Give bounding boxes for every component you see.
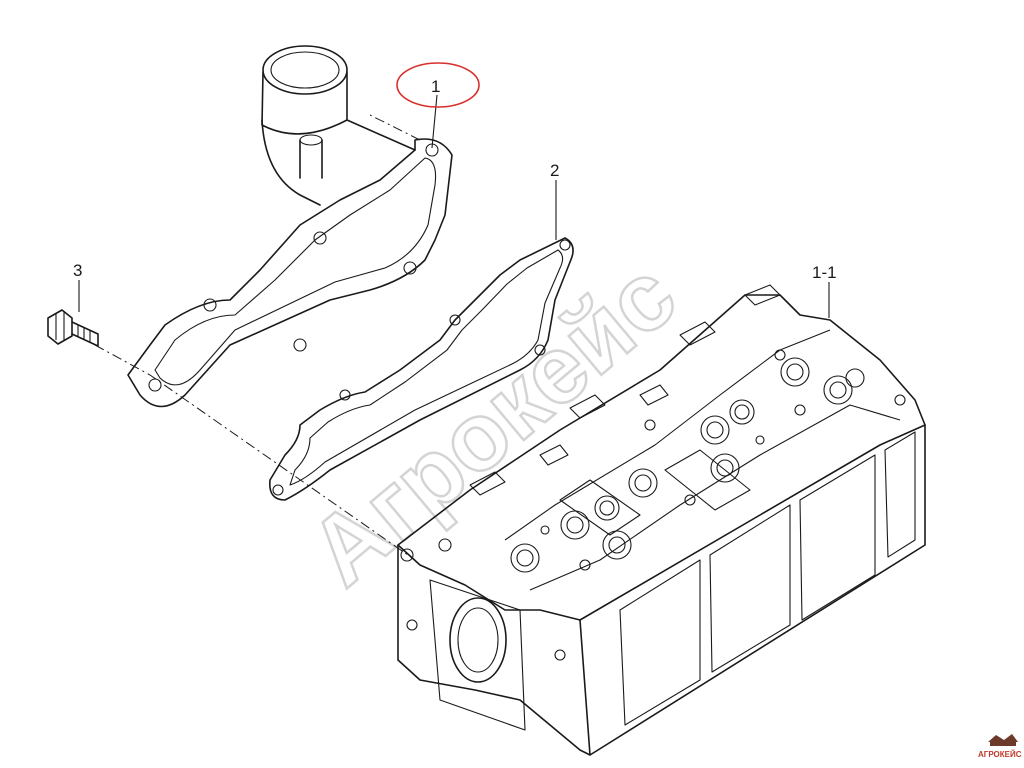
watermark-text: Агрокейс — [290, 241, 696, 606]
callout-3: 3 — [73, 261, 82, 280]
bolt — [47, 309, 99, 347]
valve-seats — [510, 357, 865, 573]
callout-leaders — [78, 94, 830, 318]
cylinder-head — [397, 284, 926, 756]
center-lines — [94, 114, 421, 561]
highlight-ellipse — [396, 62, 480, 108]
callout-2: 2 — [550, 161, 559, 180]
thermostat-housing — [127, 45, 453, 408]
callout-1: 1 — [431, 77, 440, 96]
callout-1-1: 1-1 — [812, 263, 837, 282]
gasket — [268, 237, 574, 501]
logo-text: АГРОКЕЙС — [978, 750, 1022, 759]
brand-logo: АГРОКЕЙС — [978, 734, 1022, 759]
